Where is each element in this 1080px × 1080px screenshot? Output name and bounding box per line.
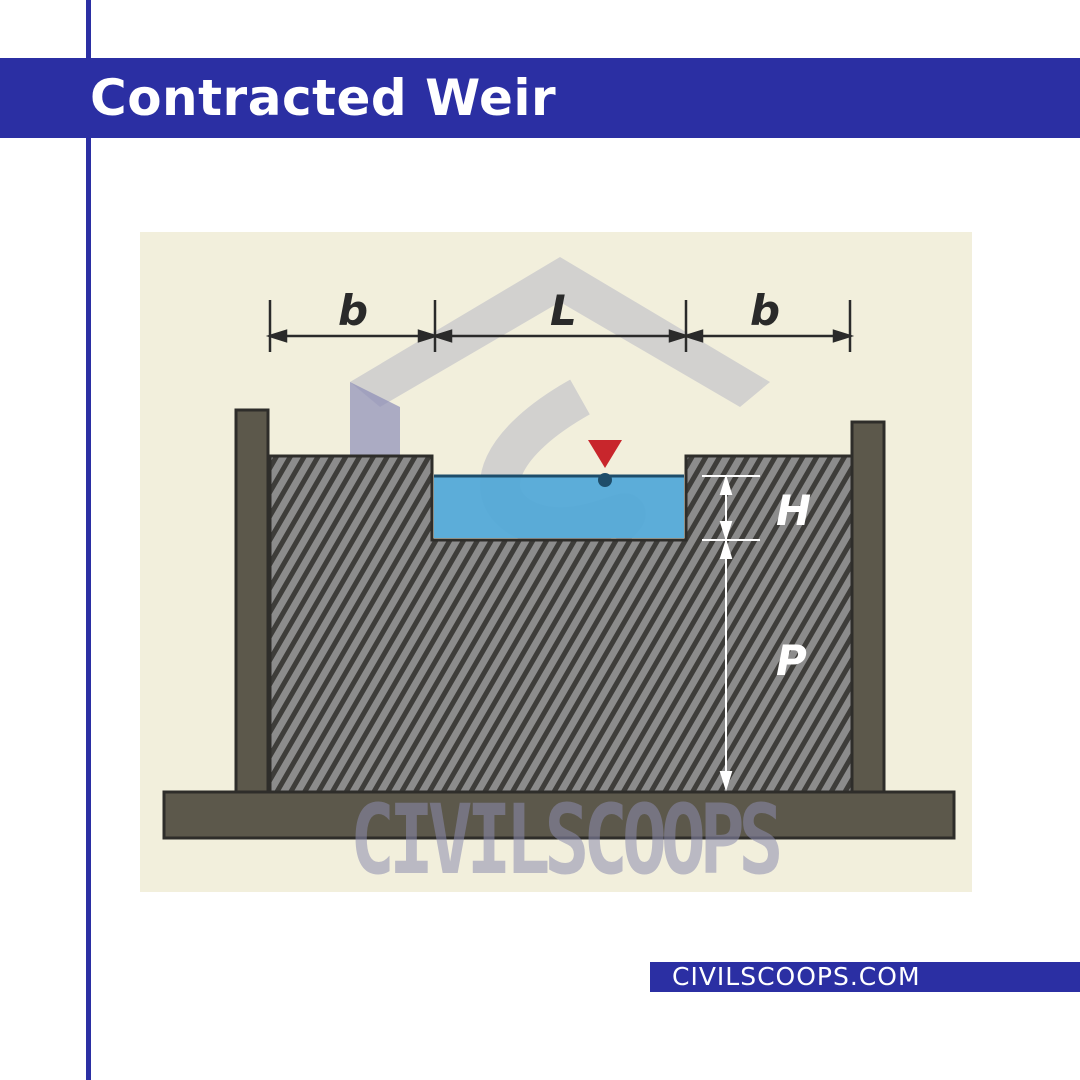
dimension-label-H: H [776, 486, 812, 535]
dimension-label-b-right: b [750, 286, 781, 335]
footer-banner [650, 962, 1080, 992]
dimension-label-L: L [550, 286, 577, 335]
footer-site-url: CIVILSCOOPS.COM [672, 962, 921, 991]
left-accent-line [86, 0, 91, 1080]
watermark-text: CIVILSCOOPS [350, 784, 783, 896]
water-surface-marker-icon [588, 440, 622, 468]
vertical-dimension-lines [702, 474, 760, 792]
contracted-weir-diagram: b L b H P CIVILSCOOPS [140, 232, 972, 892]
weir-illustration [162, 257, 956, 840]
left-wall [234, 408, 270, 794]
page-title: Contracted Weir [90, 69, 557, 127]
dimension-label-P: P [776, 636, 807, 685]
title-banner [0, 58, 1080, 138]
dimension-label-b-left: b [338, 286, 369, 335]
water-region [434, 476, 684, 538]
base-slab [162, 790, 956, 840]
right-wall [850, 420, 886, 794]
horizontal-dimension-lines [265, 300, 855, 352]
